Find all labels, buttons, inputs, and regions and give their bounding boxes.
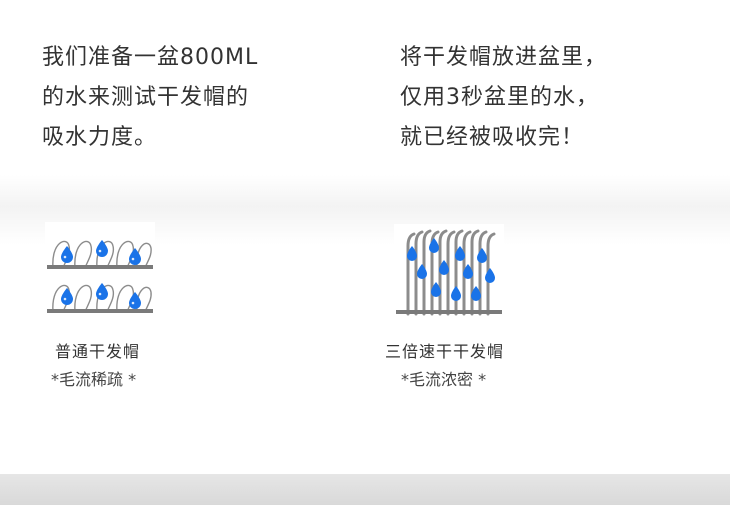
- sparse-fiber-icon: [47, 240, 153, 313]
- intro-text-left: 我们准备一盆800ML 的水来测试干发帽的 吸水力度。: [42, 38, 258, 158]
- intro-line-1: 我们准备一盆800ML: [42, 45, 259, 70]
- dense-fiber-illustration: [394, 224, 504, 324]
- dense-panel-subtitle: *毛流浓密 *: [401, 370, 487, 389]
- dense-panel-title: 三倍速干干发帽: [385, 342, 505, 361]
- sparse-fiber-illustration: [45, 222, 155, 322]
- dense-fiber-icon: [396, 229, 502, 316]
- drop-highlights-sparse: [63, 249, 135, 305]
- fabric-base-top: [47, 265, 153, 269]
- intro-line-2: 的水来测试干发帽的: [42, 85, 250, 110]
- intro-line-3: 吸水力度。: [42, 125, 158, 150]
- sparse-panel-title: 普通干发帽: [55, 342, 141, 361]
- fabric-base-dense: [396, 310, 502, 314]
- water-drops-sparse: [61, 240, 141, 309]
- dense-fibers: [406, 229, 496, 316]
- water-drops-dense: [407, 238, 495, 301]
- intro-text-right: 将干发帽放进盆里， 仅用3秒盆里的水， 就已经被吸收完！: [400, 38, 607, 158]
- result-line-2: 仅用3秒盆里的水，: [400, 85, 599, 110]
- result-line-1: 将干发帽放进盆里，: [400, 45, 608, 70]
- sparse-panel-subtitle: *毛流稀疏 *: [51, 370, 137, 389]
- fabric-base-bottom: [47, 309, 153, 313]
- bottom-divider-band: [0, 474, 730, 505]
- result-line-3: 就已经被吸收完！: [400, 125, 585, 150]
